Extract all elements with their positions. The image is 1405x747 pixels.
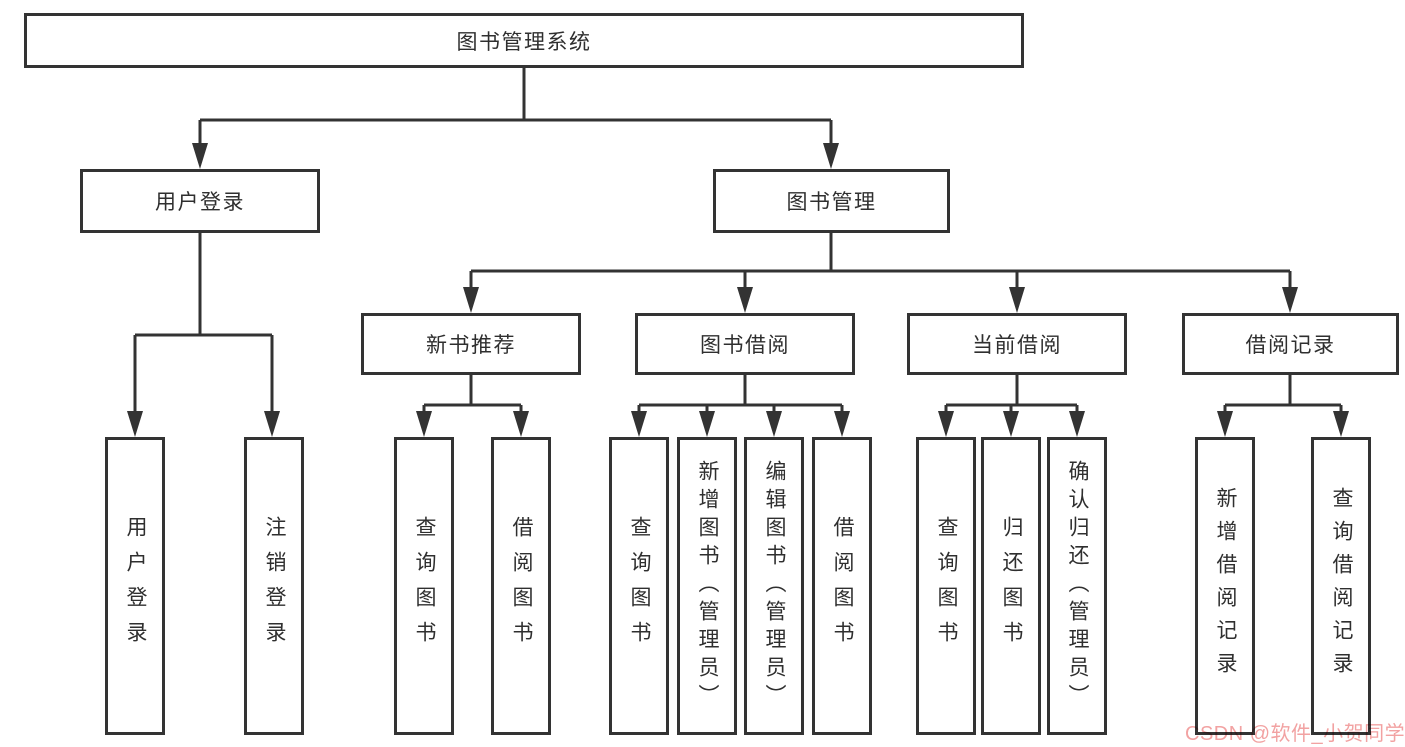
node-book-borrowing-label: 图书借阅 [700, 334, 790, 357]
leaf-edit-book-admin-label: 编辑图书（管理员） [763, 460, 786, 712]
leaf-confirm-return-admin: 确认归还（管理员） [1047, 437, 1107, 735]
node-borrowing-records-label: 借阅记录 [1245, 334, 1336, 357]
node-book-management-label: 图书管理 [786, 191, 877, 214]
node-new-book-recommendation: 新书推荐 [361, 313, 581, 375]
leaf-query-books-3-label: 查询图书 [935, 516, 958, 656]
node-root: 图书管理系统 [24, 13, 1024, 68]
node-user-login: 用户登录 [80, 169, 320, 233]
leaf-add-book-admin: 新增图书（管理员） [677, 437, 737, 735]
leaf-logout: 注销登录 [244, 437, 304, 735]
leaf-borrow-books-2: 借阅图书 [812, 437, 872, 735]
leaf-confirm-return-admin-label: 确认归还（管理员） [1066, 460, 1089, 712]
leaf-return-book: 归还图书 [981, 437, 1041, 735]
node-user-login-label: 用户登录 [155, 191, 245, 214]
node-root-label: 图书管理系统 [456, 30, 592, 54]
node-current-borrowing: 当前借阅 [907, 313, 1127, 375]
arrowhead-icons [127, 143, 1349, 437]
leaf-query-borrow-record-label: 查询借阅记录 [1330, 487, 1353, 685]
leaf-query-books-1-label: 查询图书 [413, 516, 436, 656]
leaf-query-books-1: 查询图书 [394, 437, 454, 735]
leaf-edit-book-admin: 编辑图书（管理员） [744, 437, 804, 735]
leaf-add-borrow-record-label: 新增借阅记录 [1214, 487, 1237, 685]
leaf-query-books-2: 查询图书 [609, 437, 669, 735]
leaf-return-book-label: 归还图书 [1000, 516, 1023, 656]
leaf-user-login-label: 用户登录 [124, 516, 147, 656]
leaf-query-borrow-record: 查询借阅记录 [1311, 437, 1371, 735]
node-current-borrowing-label: 当前借阅 [972, 334, 1062, 357]
leaf-borrow-books-1: 借阅图书 [491, 437, 551, 735]
leaf-borrow-books-1-label: 借阅图书 [510, 516, 533, 656]
leaf-logout-label: 注销登录 [263, 516, 286, 656]
leaf-query-books-3: 查询图书 [916, 437, 976, 735]
node-new-book-recommendation-label: 新书推荐 [426, 334, 516, 357]
leaf-borrow-books-2-label: 借阅图书 [831, 516, 854, 656]
leaf-query-books-2-label: 查询图书 [628, 516, 651, 656]
watermark: CSDN @软件_小贺同学 [1185, 723, 1405, 745]
leaf-add-borrow-record: 新增借阅记录 [1195, 437, 1255, 735]
node-book-management: 图书管理 [713, 169, 950, 233]
node-book-borrowing: 图书借阅 [635, 313, 855, 375]
tree-edges [133, 68, 1343, 415]
leaf-user-login: 用户登录 [105, 437, 165, 735]
node-borrowing-records: 借阅记录 [1182, 313, 1399, 375]
leaf-add-book-admin-label: 新增图书（管理员） [696, 460, 719, 712]
